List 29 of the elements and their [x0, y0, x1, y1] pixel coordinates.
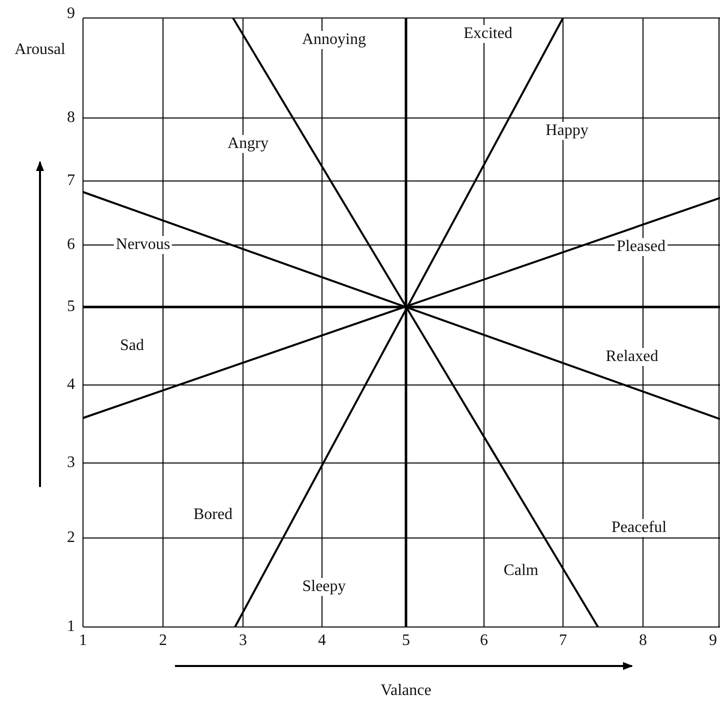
tick-label: 6: [67, 236, 75, 254]
emotion-label: Excited: [462, 25, 514, 43]
emotion-label: Relaxed: [604, 348, 660, 366]
emotion-label: Nervous: [114, 236, 172, 254]
emotion-label: Angry: [226, 135, 270, 153]
tick-label: 4: [318, 632, 326, 650]
tick-label: 5: [402, 632, 410, 650]
tick-label: 9: [67, 5, 75, 23]
tick-label: 7: [559, 632, 567, 650]
tick-label: 6: [480, 632, 488, 650]
tick-label: 4: [67, 376, 75, 394]
tick-label: 1: [79, 632, 87, 650]
tick-label: 5: [67, 298, 75, 316]
emotion-label: Sleepy: [300, 578, 348, 596]
emotion-label: Annoying: [300, 31, 368, 49]
tick-label: 8: [639, 632, 647, 650]
emotion-label: Peaceful: [609, 519, 669, 537]
emotion-label: Pleased: [614, 238, 668, 256]
tick-label: 1: [67, 618, 75, 636]
tick-label: 7: [67, 172, 75, 190]
axis-title: Valance: [380, 682, 432, 700]
tick-label: 9: [709, 632, 717, 650]
axis-title: Arousal: [14, 41, 66, 59]
tick-label: 2: [67, 529, 75, 547]
tick-label: 2: [159, 632, 167, 650]
tick-label: 3: [67, 454, 75, 472]
emotion-label: Happy: [544, 122, 590, 140]
tick-label: 8: [67, 109, 75, 127]
tick-label: 3: [239, 632, 247, 650]
